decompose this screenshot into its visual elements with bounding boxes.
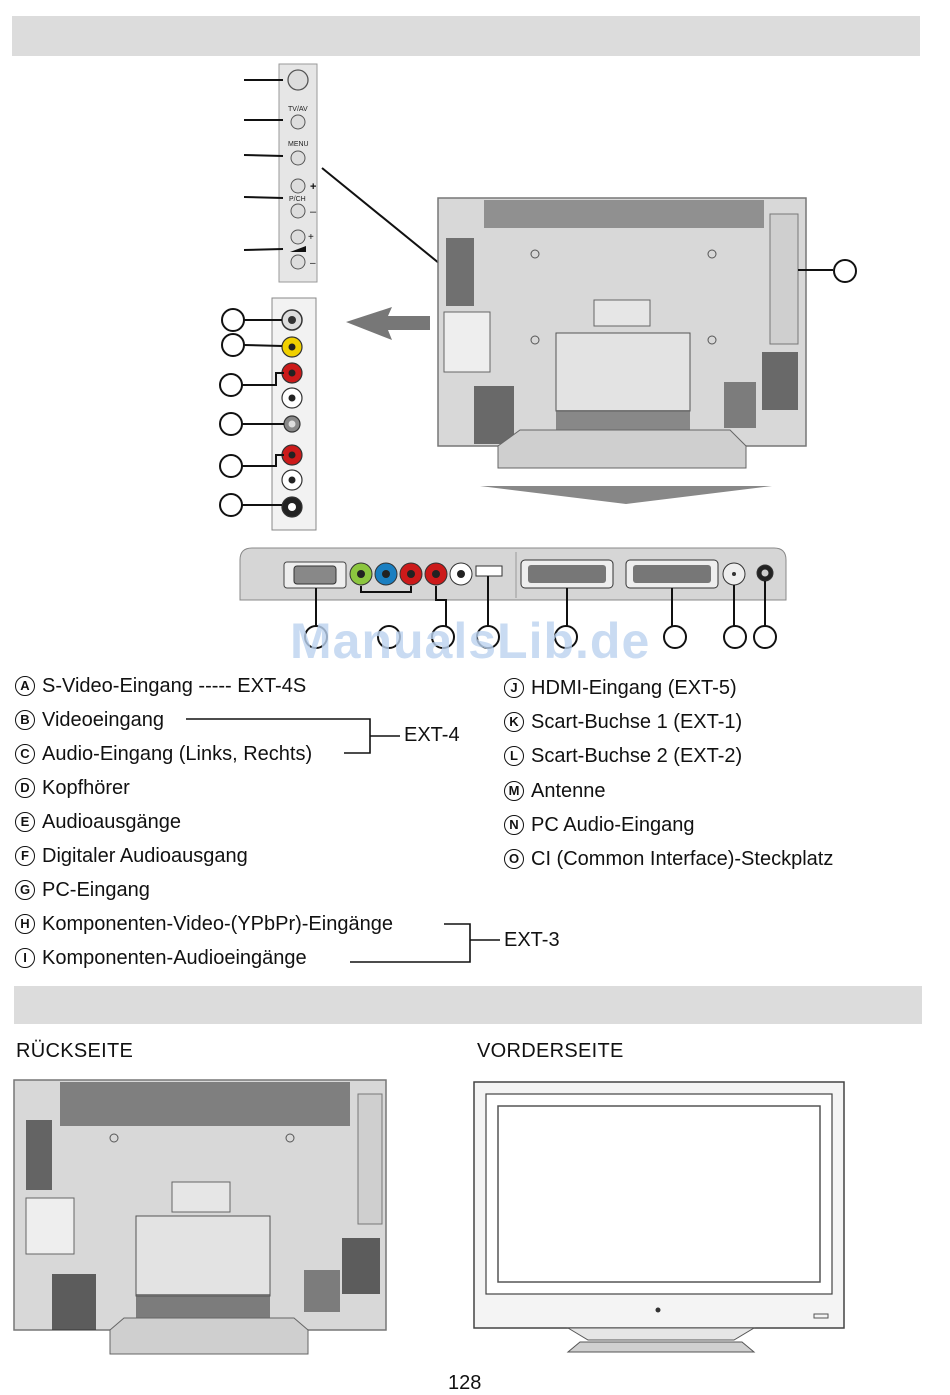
legend-badge: A: [15, 676, 35, 696]
down-arrow: [480, 486, 772, 504]
legend-badge: O: [504, 849, 524, 869]
legend-text: HDMI-Eingang (EXT-5): [531, 677, 737, 699]
legend-item: D Kopfhörer: [15, 776, 130, 800]
legend-badge: G: [15, 880, 35, 900]
legend-item: F Digitaler Audioausgang: [15, 844, 248, 868]
legend-text: Audioausgänge: [42, 811, 182, 833]
svg-text:–: –: [310, 206, 317, 218]
legend-badge: H: [15, 914, 35, 934]
legend-badge: C: [15, 744, 35, 764]
front-caption: VORDERSEITE: [477, 1040, 624, 1062]
legend-item: O CI (Common Interface)-Steckplatz: [504, 847, 833, 871]
legend-badge: K: [504, 712, 524, 732]
legend-item: B Videoeingang: [15, 708, 164, 732]
side-control-panel: + – + –: [243, 63, 446, 283]
legend-text: Komponenten-Video-(YPbPr)-Eingänge: [42, 913, 393, 935]
legend-badge: I: [15, 948, 35, 968]
legend-text: CI (Common Interface)-Steckplatz: [531, 848, 834, 870]
legend-badge: F: [15, 846, 35, 866]
watermark: ManualsLib.de: [290, 613, 651, 669]
label-menu: MENU: [288, 141, 309, 148]
tv-back-photo: [13, 1079, 387, 1355]
legend-text: Videoeingang: [42, 709, 164, 731]
tv-back-image: [437, 197, 833, 469]
legend-badge: B: [15, 710, 35, 730]
side-av-panel: [271, 297, 317, 531]
legend-badge: D: [15, 778, 35, 798]
legend-text: Scart-Buchse 1 (EXT-1): [531, 711, 743, 733]
ext4-label: EXT-4: [404, 724, 460, 746]
label-tvav: TV/AV: [288, 106, 308, 113]
legend-item: C Audio-Eingang (Links, Rechts): [15, 742, 312, 766]
svg-text:+: +: [310, 181, 316, 193]
legend-text: Scart-Buchse 2 (EXT-2): [531, 745, 743, 767]
legend-item: E Audioausgänge: [15, 810, 181, 834]
legend-item: L Scart-Buchse 2 (EXT-2): [504, 744, 742, 768]
page-number: 128: [448, 1372, 482, 1394]
legend-item: H Komponenten-Video-(YPbPr)-Eingänge: [15, 912, 393, 936]
svg-text:+: +: [308, 232, 314, 243]
ext3-label: EXT-3: [504, 929, 560, 951]
legend-badge: N: [504, 815, 524, 835]
connection-diagram: + – + – TV/AV MENU P/CH: [219, 63, 857, 649]
legend-text: PC Audio-Eingang: [531, 814, 695, 836]
header-band: [12, 16, 920, 56]
legend-badge: L: [504, 746, 524, 766]
legend-text: Antenne: [531, 780, 606, 802]
legend-item: A S-Video-Eingang ----- EXT-4S: [15, 674, 306, 698]
legend-item: G PC-Eingang: [15, 878, 150, 902]
legend-badge: J: [504, 678, 524, 698]
back-caption: RÜCKSEITE: [16, 1040, 134, 1062]
legend-item: I Komponenten-Audioeingänge: [15, 946, 307, 970]
legend-badge: E: [15, 812, 35, 832]
section-band: [14, 986, 922, 1024]
bottom-callouts: [304, 576, 777, 649]
tv-front-photo: [473, 1081, 845, 1353]
legend-item: J HDMI-Eingang (EXT-5): [504, 676, 737, 700]
legend-text: Komponenten-Audioeingänge: [42, 947, 307, 969]
legend-badge: M: [504, 781, 524, 801]
legend-text: Audio-Eingang (Links, Rechts): [42, 743, 313, 765]
legend-item: M Antenne: [504, 779, 606, 803]
legend-item: N PC Audio-Eingang: [504, 813, 694, 837]
group-brackets: [186, 718, 500, 963]
legend-text: Digitaler Audioausgang: [42, 845, 248, 867]
legend-text: S-Video-Eingang ----- EXT-4S: [42, 675, 307, 697]
legend-text: PC-Eingang: [42, 879, 150, 901]
left-arrow: [346, 307, 430, 340]
legend-text: Kopfhörer: [42, 777, 130, 799]
side-callouts: [219, 308, 284, 517]
legend-item: K Scart-Buchse 1 (EXT-1): [504, 710, 742, 734]
svg-text:–: –: [310, 258, 316, 269]
label-pch: P/CH: [289, 196, 306, 203]
